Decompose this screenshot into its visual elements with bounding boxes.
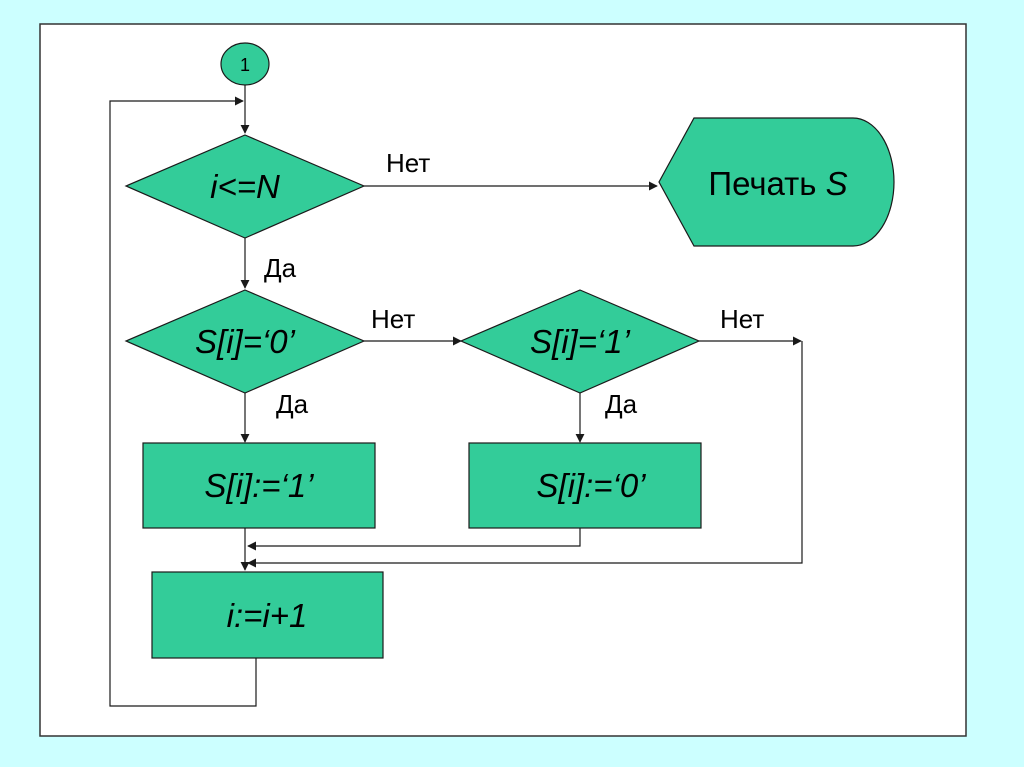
edge-label-d3-no: Нет xyxy=(720,304,764,334)
decision-i-le-n: i<=N xyxy=(124,134,366,239)
print-output-var: S xyxy=(826,165,848,202)
decision-s-eq-0: S[i]=‘0’ xyxy=(124,289,366,394)
edge-label-d3-yes: Да xyxy=(605,389,638,419)
print-output-label: Печать S xyxy=(708,165,847,202)
decision-s-eq-1-label: S[i]=‘1’ xyxy=(530,323,631,360)
edge-label-d2-no: Нет xyxy=(371,304,415,334)
edge-label-d1-yes: Да xyxy=(264,253,297,283)
process-set-0-label: S[i]:=‘0’ xyxy=(536,467,646,504)
flow-line-d3-no-return xyxy=(247,341,803,568)
process-increment: i:=i+1 xyxy=(151,571,384,659)
print-output-node: Печать S xyxy=(658,117,895,247)
edge-label-d2-yes: Да xyxy=(276,389,309,419)
flow-line-loop-back xyxy=(109,96,257,707)
flow-line-p2-return xyxy=(247,528,581,551)
decision-s-eq-0-label: S[i]=‘0’ xyxy=(195,323,296,360)
process-increment-label: i:=i+1 xyxy=(227,597,308,634)
process-set-1-label: S[i]:=‘1’ xyxy=(204,467,314,504)
edge-label-d1-no: Нет xyxy=(386,148,430,178)
decision-s-eq-1: S[i]=‘1’ xyxy=(459,289,701,394)
print-output-prefix: Печать xyxy=(708,165,825,202)
process-set-0: S[i]:=‘0’ xyxy=(468,442,702,529)
process-set-1: S[i]:=‘1’ xyxy=(142,442,376,529)
decision-i-le-n-label: i<=N xyxy=(210,168,280,205)
connector-label: 1 xyxy=(240,55,250,75)
connector-node: 1 xyxy=(220,42,270,86)
